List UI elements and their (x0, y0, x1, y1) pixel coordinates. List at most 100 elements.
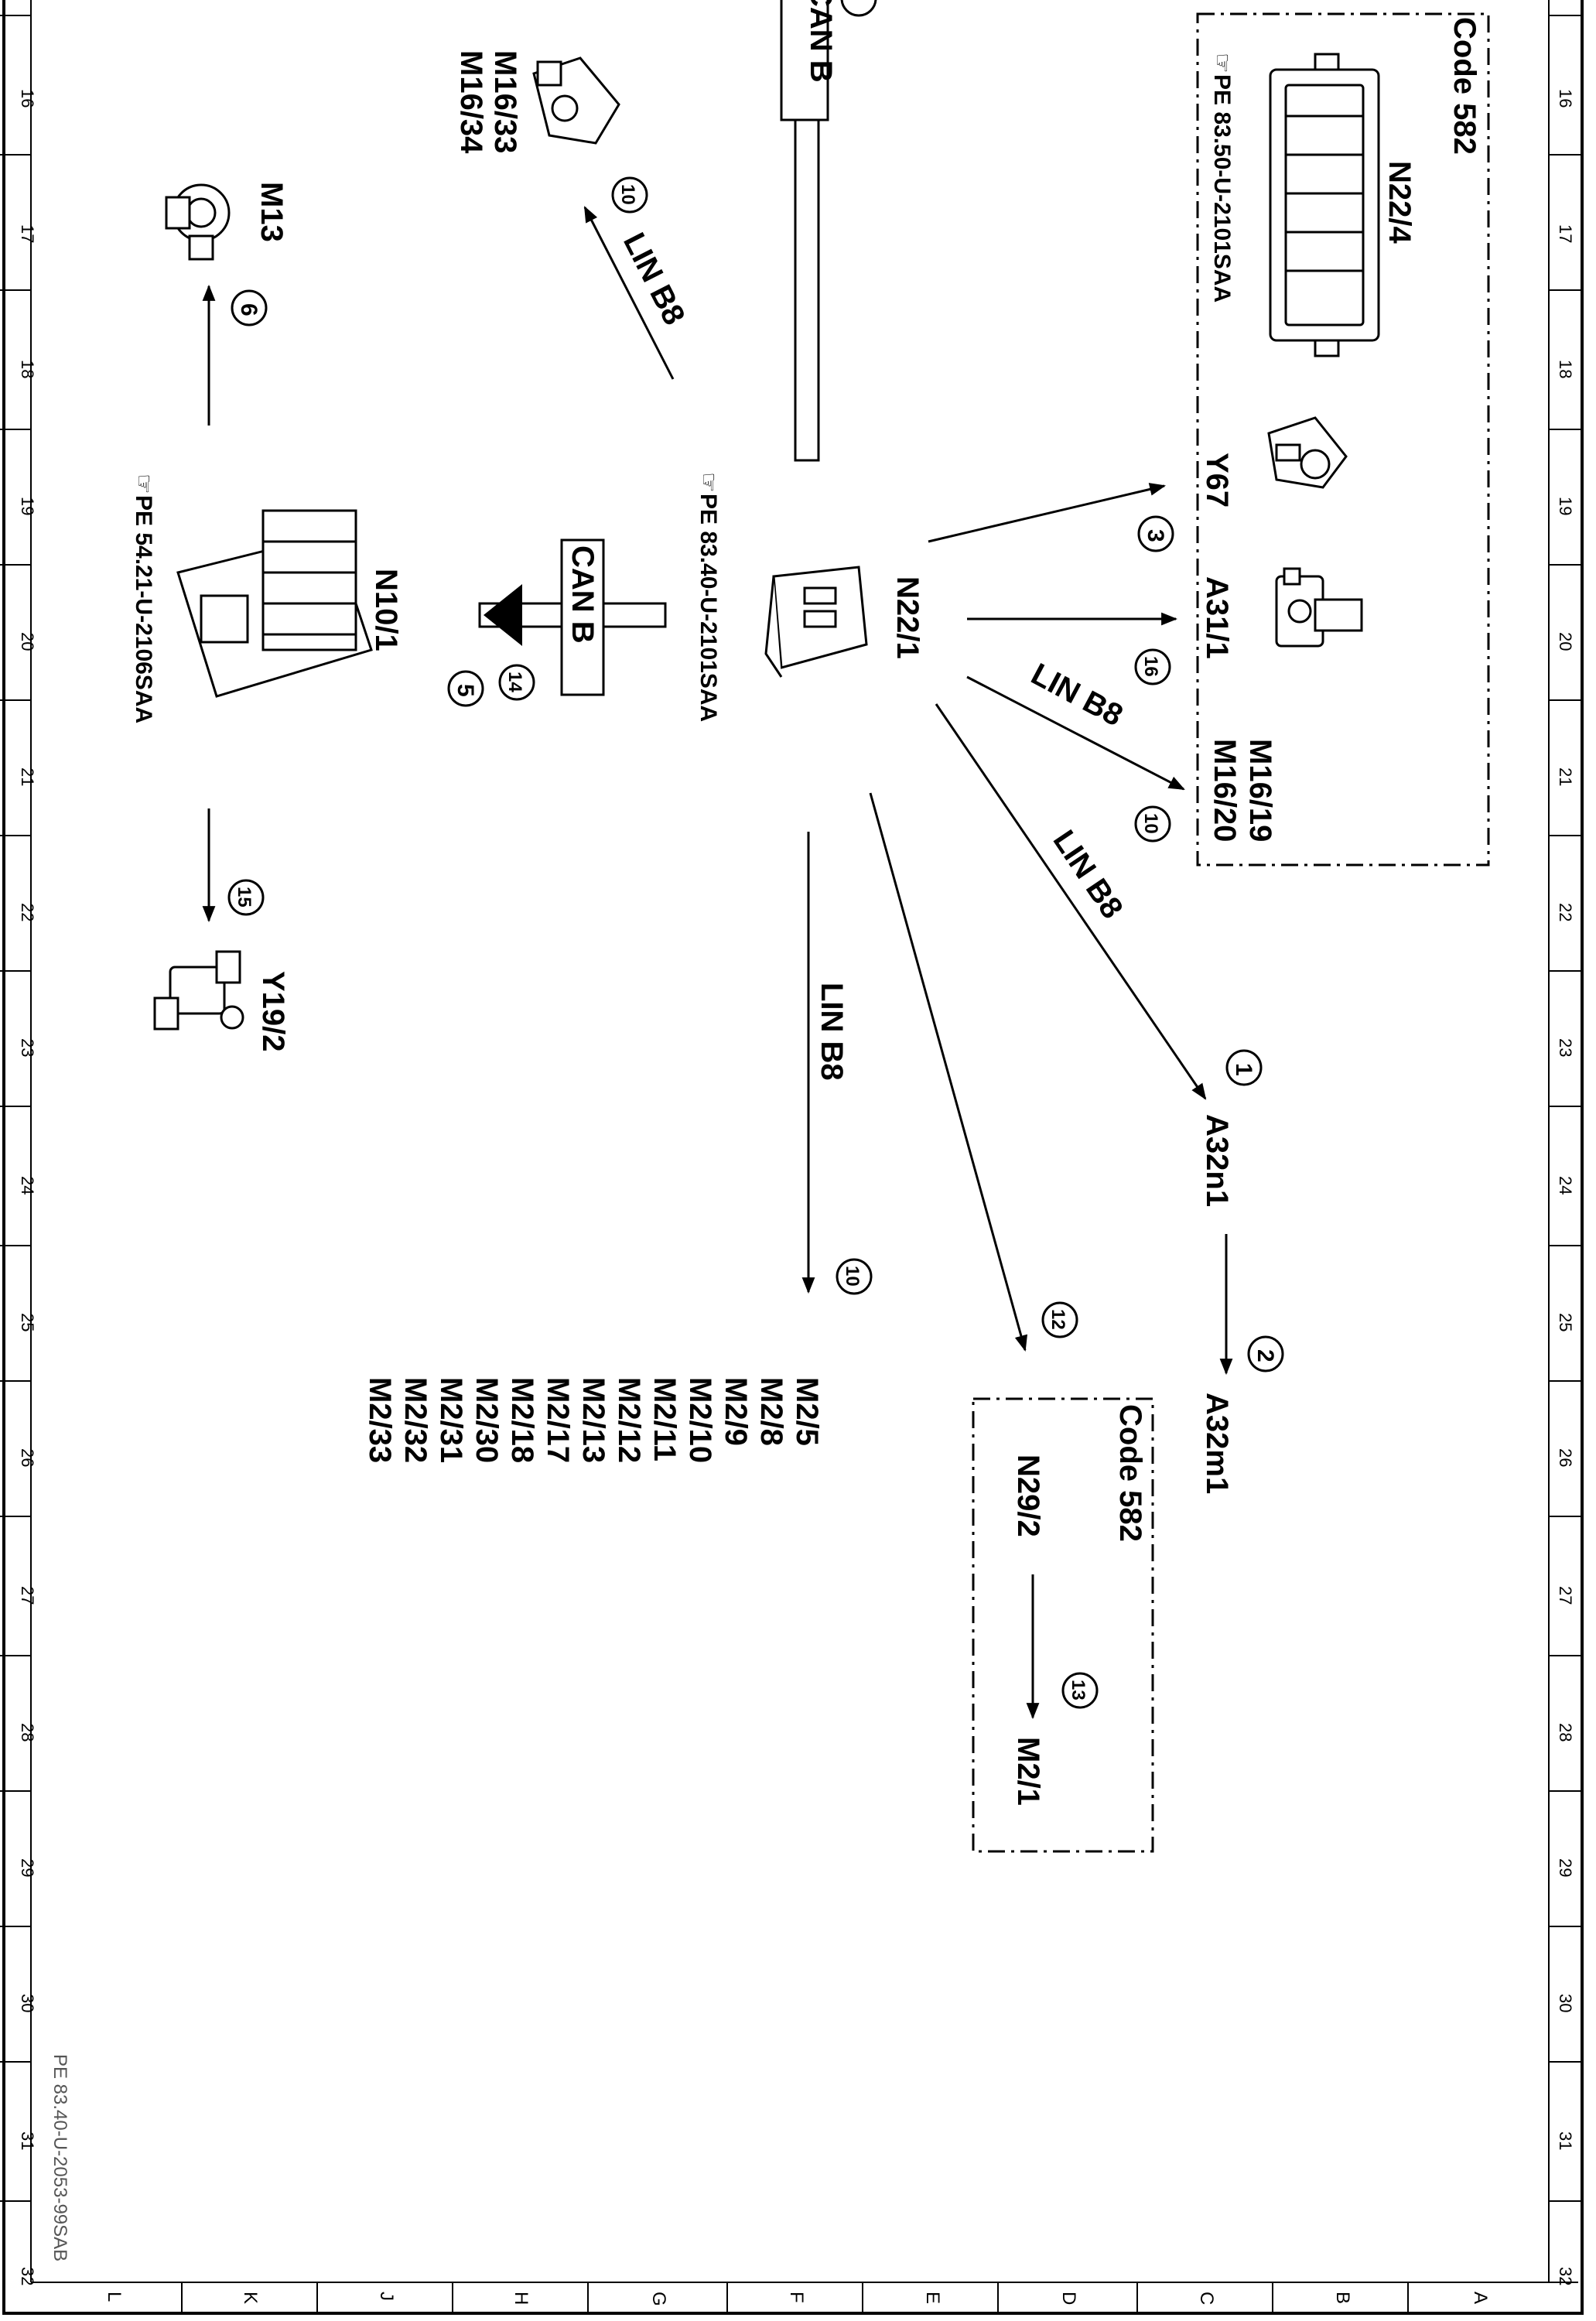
row-number: 26 (18, 1448, 37, 1467)
column-letter: G (648, 2292, 669, 2306)
callout-2: 2 (1253, 1349, 1278, 1362)
m2-list-item: M2/5 (790, 1377, 824, 1446)
row-number: 22 (18, 903, 37, 921)
m16-20-label: M16/20 (1208, 739, 1242, 842)
a31-1-actuator-icon (1275, 567, 1363, 648)
y19-2-label: Y19/2 (256, 971, 290, 1052)
hand-pointer-icon: ☞ (131, 473, 156, 494)
arrow-n22-1-to-m16-19 (966, 675, 1185, 791)
row-number: 25 (18, 1313, 37, 1331)
a31-1-label: A31/1 (1200, 576, 1234, 659)
callout-16: 16 (1140, 656, 1161, 677)
m2-list-item: M2/10 (683, 1377, 717, 1463)
arrow-to-m16-33 (583, 206, 675, 380)
n22-1-ref: PE 83.40-U-2101SAA (695, 494, 721, 722)
callout-15: 15 (234, 887, 255, 908)
column-letter: H (511, 2292, 531, 2305)
row-number: 24 (18, 1176, 37, 1195)
n29-2-label: N29/2 (1011, 1454, 1045, 1537)
grid-row-numbers-left: 16 17 18 19 20 21 22 23 24 25 26 27 28 2… (18, 89, 37, 2285)
row-number: 20 (18, 632, 37, 651)
option-code-label: Code 582 (1113, 1404, 1147, 1542)
a32n1-label: A32n1 (1200, 1114, 1234, 1207)
m16-33-actuator-icon (532, 56, 620, 145)
a32m1-label: A32m1 (1200, 1393, 1234, 1494)
row-number: 20 (1556, 632, 1575, 651)
row-number: 22 (1556, 903, 1575, 921)
y19-2-valve-icon (153, 950, 244, 1031)
arrow-n22-1-to-y67 (928, 483, 1167, 543)
row-number: 16 (1556, 89, 1575, 108)
row-number: 31 (1556, 2131, 1575, 2150)
n22-1-label: N22/1 (890, 576, 924, 659)
column-letter: F (786, 2292, 807, 2303)
row-number: 19 (18, 497, 37, 515)
column-letter: J (376, 2292, 397, 2301)
row-number: 21 (18, 767, 37, 786)
option-code-label: Code 582 (1447, 17, 1482, 155)
y67-label: Y67 (1200, 453, 1234, 508)
m2-list-item: M2/18 (505, 1377, 539, 1463)
lin-b8-label: LIN B8 (1026, 657, 1129, 733)
grid-column-ticks (181, 2282, 1409, 2313)
n10-1-module-icon (176, 509, 373, 698)
column-letter: A (1470, 2292, 1491, 2304)
m2-list-item: M2/11 (648, 1377, 682, 1461)
row-number: 31 (18, 2131, 37, 2150)
row-number: 27 (18, 1586, 37, 1605)
row-number: 26 (1556, 1448, 1575, 1467)
m16-33-label: M16/33 (488, 50, 522, 153)
row-number: 16 (18, 89, 37, 108)
row-number: 27 (1556, 1586, 1575, 1605)
m2-list-item: M2/9 (719, 1377, 753, 1446)
m2-list-item: M2/33 (363, 1377, 397, 1463)
m2-list-item: M2/17 (541, 1377, 575, 1463)
m2-list-item: M2/8 (754, 1377, 788, 1446)
m2-list-item: M2/31 (434, 1377, 468, 1463)
m16-19-label: M16/19 (1243, 739, 1277, 842)
grid-column-letters: L K J H G F E D C B A (104, 2292, 1491, 2306)
n10-1-label: N10/1 (369, 569, 403, 651)
n22-4-label: N22/4 (1382, 161, 1417, 244)
can-b-bus-to-n10-1: CAN B (478, 538, 667, 696)
n22-4-ref: PE 83.50-U-2101SAA (1209, 74, 1235, 303)
grid-row-numbers-right: 16 17 18 19 20 21 22 23 24 25 26 27 28 2… (1556, 89, 1575, 2285)
callout-3: 3 (1143, 529, 1168, 542)
row-number: 28 (1556, 1723, 1575, 1742)
row-number: 21 (1556, 767, 1575, 786)
can-b-label: CAN B (804, 0, 838, 83)
row-number: 23 (18, 1038, 37, 1057)
column-letter: C (1196, 2292, 1217, 2305)
row-number: 24 (1556, 1176, 1575, 1195)
arrow-n22-1-to-n29-2 (869, 792, 1028, 1352)
callout-1: 1 (1231, 1063, 1256, 1076)
row-number: 19 (1556, 497, 1575, 515)
column-letter: E (922, 2292, 943, 2304)
row-number: 30 (18, 1994, 37, 2012)
m13-pump-icon (165, 183, 231, 261)
m2-list-item: M2/12 (612, 1377, 646, 1463)
row-number: 30 (1556, 1994, 1575, 2012)
lin-b8-label: LIN B8 (617, 227, 692, 330)
document-id: PE 83.40-U-2053-99SAB (50, 2054, 70, 2261)
arrow-n22-1-to-a32n1 (935, 703, 1207, 1100)
n10-1-ref: PE 54.21-U-2106SAA (131, 495, 156, 723)
callout-10: 10 (1140, 813, 1161, 834)
callout-6: 6 (236, 303, 261, 316)
column-letter: L (104, 2292, 125, 2302)
row-number: 17 (18, 224, 37, 243)
column-letter: B (1332, 2292, 1353, 2304)
lin-b8-label: LIN B8 (815, 983, 849, 1081)
hand-pointer-icon: ☞ (695, 472, 721, 493)
grid-row-ticks (0, 15, 1582, 2202)
row-number: 32 (1556, 2267, 1575, 2285)
option-box-bottom: Code 582 (972, 1397, 1154, 1853)
row-number: 29 (1556, 1858, 1575, 1877)
m2-list-item: M2/32 (398, 1377, 432, 1463)
callout-10: 10 (842, 1266, 863, 1287)
m2-motor-list: M2/5 M2/8 M2/9 M2/10 M2/11 M2/12 M2/13 M… (363, 1377, 824, 1463)
can-b-bus-top: CAN B (780, 0, 877, 462)
n22-1-control-unit-icon (764, 566, 868, 678)
callout-13: 13 (1068, 1680, 1088, 1701)
